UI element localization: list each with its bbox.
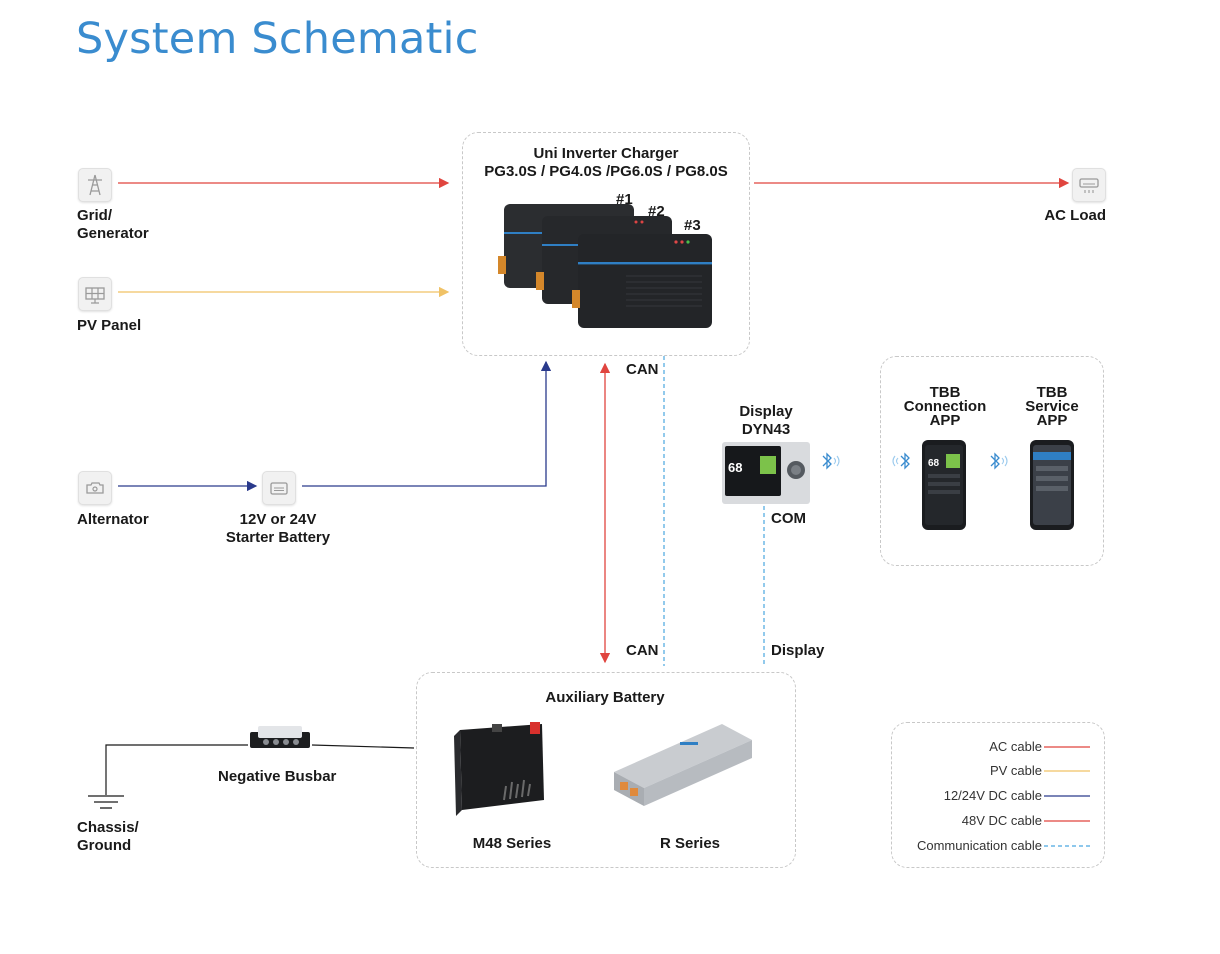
aux-battery-title: Auxiliary Battery — [545, 689, 665, 706]
m48-battery-illustration — [454, 722, 544, 816]
unit-tag-2: #2 — [648, 203, 665, 220]
display-connection-label: Display — [771, 642, 825, 659]
pv-panel-icon — [78, 277, 112, 311]
legend-item-pv: PV cable — [989, 763, 1042, 778]
legend-swatches — [1044, 746, 1090, 847]
inverter-unit-3 — [572, 234, 712, 328]
aux-battery-box — [416, 672, 796, 868]
inverter-units-illustration: #1 #2 #3 — [498, 191, 712, 328]
ground-wire — [105, 744, 248, 795]
chassis-ground-label: Chassis/ Ground — [77, 819, 139, 854]
bluetooth-icon-app-middle — [990, 452, 1008, 470]
inverter-title: Uni Inverter Charger — [533, 145, 679, 162]
starter-battery-label: 12V or 24V Starter Battery — [225, 511, 331, 546]
legend-box — [891, 722, 1105, 868]
display-screen-value: 68 — [728, 460, 742, 475]
com-label: COM — [771, 510, 806, 527]
grid-generator-label: Grid/ Generator — [77, 207, 149, 242]
ac-load-label: AC Load — [1044, 207, 1106, 224]
legend-item-dc-48v: 48V DC cable — [961, 813, 1042, 828]
connection-app-phone: 68 — [922, 440, 966, 530]
inverter-models: PG3.0S / PG4.0S /PG6.0S / PG8.0S — [484, 163, 728, 180]
page-title: System Schematic — [76, 14, 479, 64]
unit-tag-3: #3 — [684, 217, 701, 234]
service-app-phone — [1030, 440, 1074, 530]
tbb-service-app-label: TBB Service APP — [1025, 384, 1079, 429]
negative-busbar-label: Negative Busbar — [218, 768, 337, 785]
display-dyn43-illustration: 68 — [722, 442, 810, 504]
phone-screen-value: 68 — [928, 458, 940, 469]
r-series-label: R Series — [659, 835, 721, 852]
ac-load-icon — [1072, 168, 1106, 202]
ground-symbol-icon — [88, 795, 124, 809]
pv-panel-label: PV Panel — [77, 317, 142, 334]
legend-item-comm: Communication cable — [916, 838, 1042, 853]
starter-dc-cable — [302, 360, 552, 487]
alternator-label: Alternator — [77, 511, 149, 528]
r-series-battery-illustration — [614, 724, 752, 806]
tbb-connection-app-label: TBB Connection APP — [903, 384, 987, 429]
negative-busbar-icon — [250, 726, 310, 748]
apps-group-box — [880, 356, 1104, 566]
legend-item-ac: AC cable — [989, 739, 1042, 754]
display-label: Display DYN43 — [739, 403, 793, 438]
unit-tag-1: #1 — [616, 191, 633, 208]
grid-tower-icon — [78, 168, 112, 202]
busbar-wire — [311, 744, 415, 749]
can-label-bottom: CAN — [626, 642, 659, 659]
alternator-icon — [78, 471, 112, 505]
legend-item-dc-12-24v: 12/24V DC cable — [943, 788, 1042, 803]
bluetooth-icon-display — [822, 452, 840, 470]
m48-series-label: M48 Series — [472, 835, 552, 852]
inverter-group-box — [462, 132, 750, 356]
bluetooth-icon-app-left — [892, 452, 910, 470]
can-label-top: CAN — [626, 361, 659, 378]
starter-battery-icon — [262, 471, 296, 505]
